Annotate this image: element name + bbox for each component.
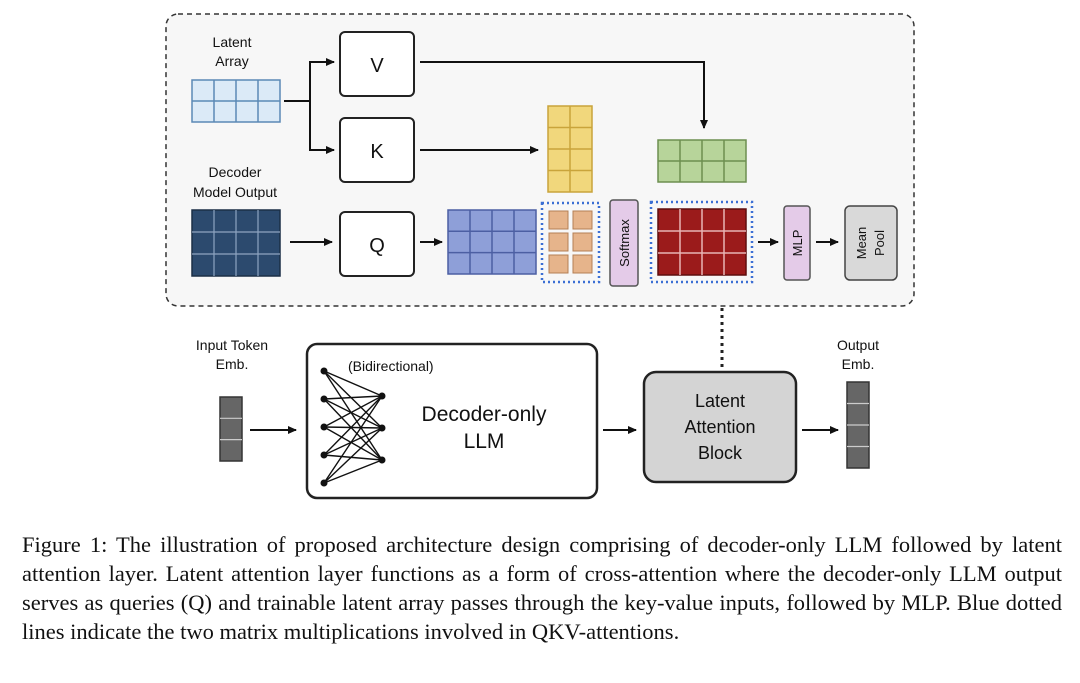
mlp-box [783,205,811,281]
mean-pool-label-line2: Pool [872,230,887,256]
output-emb-label-line1: Output [837,337,879,353]
q-label: Q [369,235,385,257]
mean-pool-label-line1: Mean [854,227,869,260]
latent-block-label-line3: Block [698,443,743,463]
input-token-embedding [219,396,243,462]
latent-attention-block [642,370,798,484]
output-emb-label-line2: Emb. [842,356,875,372]
qk-score-matrix [548,210,593,274]
v-to-value-arrow [420,61,708,129]
latent-array-matrix [191,79,281,123]
bidirectional-network-icon [323,370,383,484]
latent-block-label-line1: Latent [695,391,745,411]
latent-to-vk-arrows [284,58,335,154]
qk-matmul-highlight [540,201,601,284]
mean-pool-box [844,205,898,281]
bidirectional-label: (Bidirectional) [348,358,434,374]
value-matrix [657,139,747,183]
attention-output-matrix [657,208,747,276]
architecture-diagram: Latent Array Decoder Model Output V K Q [165,13,915,500]
v-label: V [370,55,384,77]
output-embedding [846,381,870,469]
figure-caption: Figure 1: The illustration of proposed a… [22,532,1062,644]
key-matrix [547,105,593,193]
attention-value-matmul-highlight [649,200,754,284]
decoder-output-label-line1: Decoder [209,164,262,180]
input-token-label-line1: Input Token [196,337,268,353]
latent-array-label-line1: Latent [213,34,252,50]
v-projection-box [339,31,415,97]
network-nodes [320,367,386,487]
q-projection-box [339,211,415,277]
mlp-label: MLP [790,230,805,257]
decoder-output-label-line2: Model Output [193,184,277,200]
k-projection-box [339,117,415,183]
softmax-label: Softmax [617,219,632,267]
softmax-box [609,199,639,287]
decoder-llm-label-line1: Decoder-only [422,403,547,426]
latent-block-label-line2: Attention [684,417,755,437]
latent-array-label-line2: Array [215,53,248,69]
query-matrix [447,209,537,275]
input-token-label-line2: Emb. [216,356,249,372]
k-label: K [370,141,384,163]
decoder-llm-label-line2: LLM [464,430,505,453]
decoder-output-matrix [191,209,281,277]
